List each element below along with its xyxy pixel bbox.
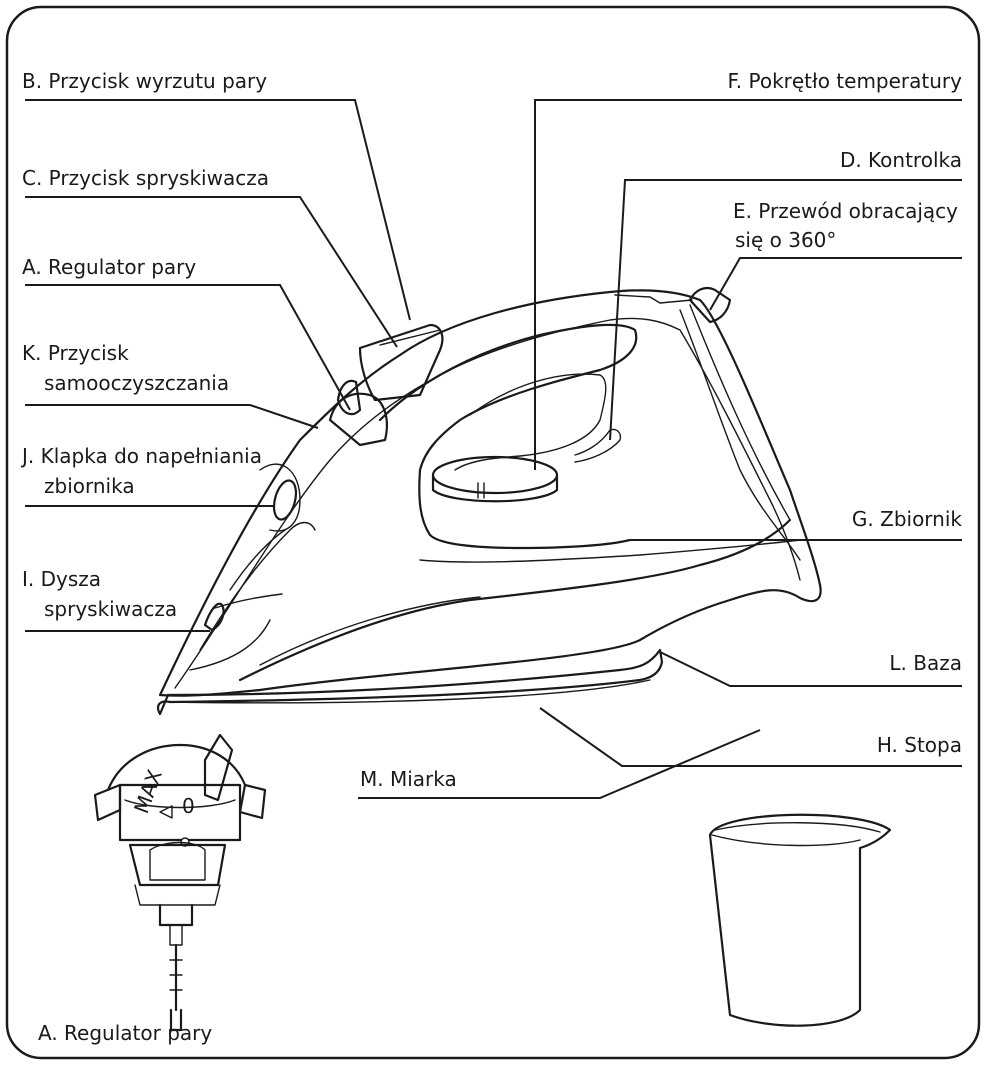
dial-mark-max: MAX bbox=[129, 766, 167, 816]
label-I-line1: I. Dysza bbox=[22, 567, 101, 591]
label-A-detail: A. Regulator pary bbox=[38, 1021, 212, 1045]
label-G: G. Zbiornik bbox=[852, 507, 963, 531]
label-B: B. Przycisk wyrzutu pary bbox=[22, 69, 267, 93]
label-J-line2: zbiornika bbox=[44, 474, 135, 498]
label-K-line2: samooczyszczania bbox=[44, 371, 229, 395]
label-F: F. Pokrętło temperatury bbox=[727, 69, 962, 93]
label-E-line1: E. Przewód obracający bbox=[733, 199, 958, 223]
leader-K bbox=[25, 405, 318, 428]
label-H: H. Stopa bbox=[877, 733, 962, 757]
label-L: L. Baza bbox=[889, 651, 962, 675]
label-D: D. Kontrolka bbox=[840, 148, 962, 172]
iron-illustration bbox=[158, 288, 821, 714]
leader-E bbox=[710, 258, 962, 310]
label-A: A. Regulator pary bbox=[22, 255, 196, 279]
label-E-line2: się o 360° bbox=[735, 228, 836, 252]
measuring-cup-detail bbox=[710, 815, 890, 1026]
label-K-line1: K. Przycisk bbox=[22, 341, 129, 365]
diagram-frame bbox=[7, 7, 979, 1058]
label-C: C. Przycisk spryskiwacza bbox=[22, 166, 269, 190]
label-J-line1: J. Klapka do napełniania bbox=[20, 444, 262, 468]
steam-regulator-detail: MAX 0 bbox=[95, 735, 265, 1030]
leader-B bbox=[25, 100, 410, 320]
label-M: M. Miarka bbox=[360, 767, 457, 791]
dial-mark-zero: 0 bbox=[182, 794, 195, 818]
label-I-line2: spryskiwacza bbox=[44, 597, 177, 621]
